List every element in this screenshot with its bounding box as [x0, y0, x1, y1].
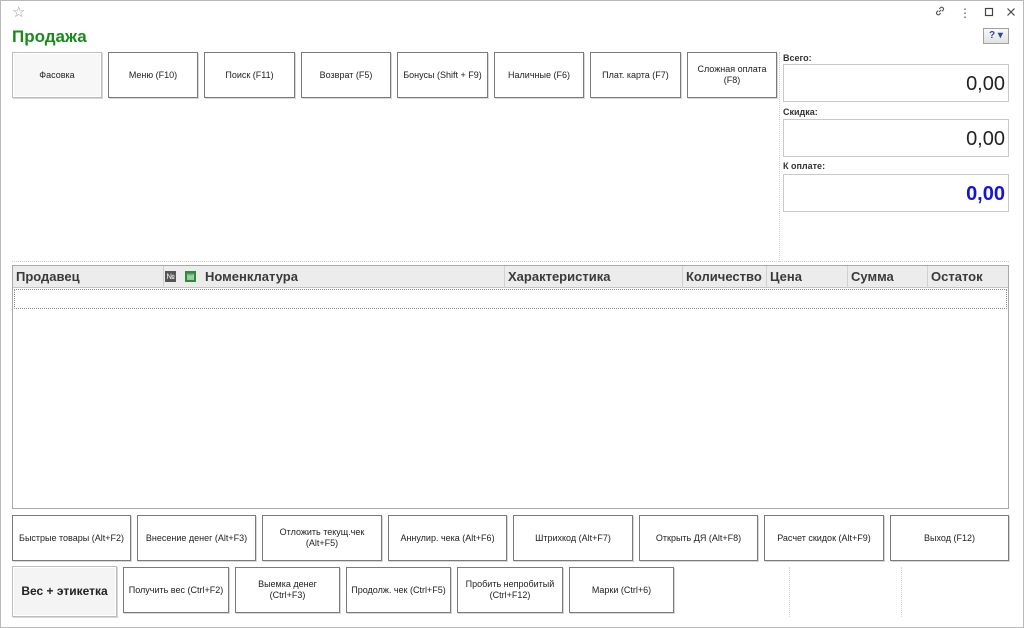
total-label: Всего:	[783, 53, 812, 63]
cancel-receipt-button[interactable]: Аннулир. чека (Alt+F6)	[388, 515, 507, 561]
link-icon[interactable]	[931, 4, 949, 22]
cash-out-button[interactable]: Выемка денег (Ctrl+F3)	[235, 567, 340, 613]
discount-field: 0,00	[783, 119, 1009, 157]
help-button[interactable]: ? ▾	[983, 28, 1009, 44]
quick-goods-button[interactable]: Быстрые товары (Alt+F2)	[12, 515, 131, 561]
menu-button[interactable]: Меню (F10)	[108, 52, 198, 98]
spreadsheet-icon[interactable]: ▤	[185, 271, 196, 282]
table-row[interactable]	[14, 289, 1007, 309]
exit-button[interactable]: Выход (F12)	[890, 515, 1009, 561]
complex-payment-button[interactable]: Сложная оплата (F8)	[687, 52, 777, 98]
card-button[interactable]: Плат. карта (F7)	[590, 52, 681, 98]
more-icon[interactable]: ⋮	[959, 6, 971, 20]
column-seller[interactable]: Продавец	[13, 266, 164, 288]
cash-in-button[interactable]: Внесение денег (Alt+F3)	[137, 515, 256, 561]
column-quantity[interactable]: Количество	[683, 266, 767, 288]
table-header: Продавец № ▤ Номенклатура Характеристика…	[13, 266, 1008, 288]
maximize-icon[interactable]	[980, 4, 998, 22]
panel-divider	[779, 52, 780, 262]
postpone-receipt-button[interactable]: Отложить текущ.чек (Alt+F5)	[262, 515, 382, 561]
close-icon[interactable]	[1002, 4, 1020, 22]
search-button[interactable]: Поиск (F11)	[204, 52, 295, 98]
column-sum[interactable]: Сумма	[848, 266, 928, 288]
barcode-button[interactable]: Штрихкод (Alt+F7)	[513, 515, 633, 561]
return-button[interactable]: Возврат (F5)	[301, 52, 391, 98]
bonus-button[interactable]: Бонусы (Shift + F9)	[397, 52, 488, 98]
total-field: 0,00	[783, 64, 1009, 102]
panel-divider	[789, 567, 790, 617]
calculate-discounts-button[interactable]: Расчет скидок (Alt+F9)	[764, 515, 884, 561]
column-stock[interactable]: Остаток	[931, 269, 983, 284]
amount-due-label: К оплате:	[783, 161, 826, 171]
marks-button[interactable]: Марки (Ctrl+6)	[569, 567, 674, 613]
sales-table[interactable]: Продавец № ▤ Номенклатура Характеристика…	[12, 265, 1009, 509]
discount-label: Скидка:	[783, 107, 818, 117]
panel-divider	[901, 567, 902, 617]
page-title: Продажа	[12, 27, 87, 46]
column-nomenclature[interactable]: Номенклатура	[202, 266, 505, 288]
amount-due-field: 0,00	[783, 174, 1009, 212]
star-icon[interactable]: ☆	[12, 4, 26, 21]
column-price[interactable]: Цена	[767, 266, 848, 288]
column-characteristic[interactable]: Характеристика	[505, 266, 683, 288]
packing-button[interactable]: Фасовка	[12, 52, 102, 98]
open-cash-drawer-button[interactable]: Открыть ДЯ (Alt+F8)	[639, 515, 758, 561]
number-icon[interactable]: №	[165, 271, 176, 282]
help-icon: ?	[989, 30, 996, 41]
weight-label-button[interactable]: Вес + этикетка	[12, 566, 117, 617]
print-unprinted-button[interactable]: Пробить непробитый (Ctrl+F12)	[457, 567, 563, 613]
panel-divider	[12, 261, 1009, 262]
cash-button[interactable]: Наличные (F6)	[494, 52, 584, 98]
continue-receipt-button[interactable]: Продолж. чек (Ctrl+F5)	[346, 567, 451, 613]
get-weight-button[interactable]: Получить вес (Ctrl+F2)	[123, 567, 229, 613]
